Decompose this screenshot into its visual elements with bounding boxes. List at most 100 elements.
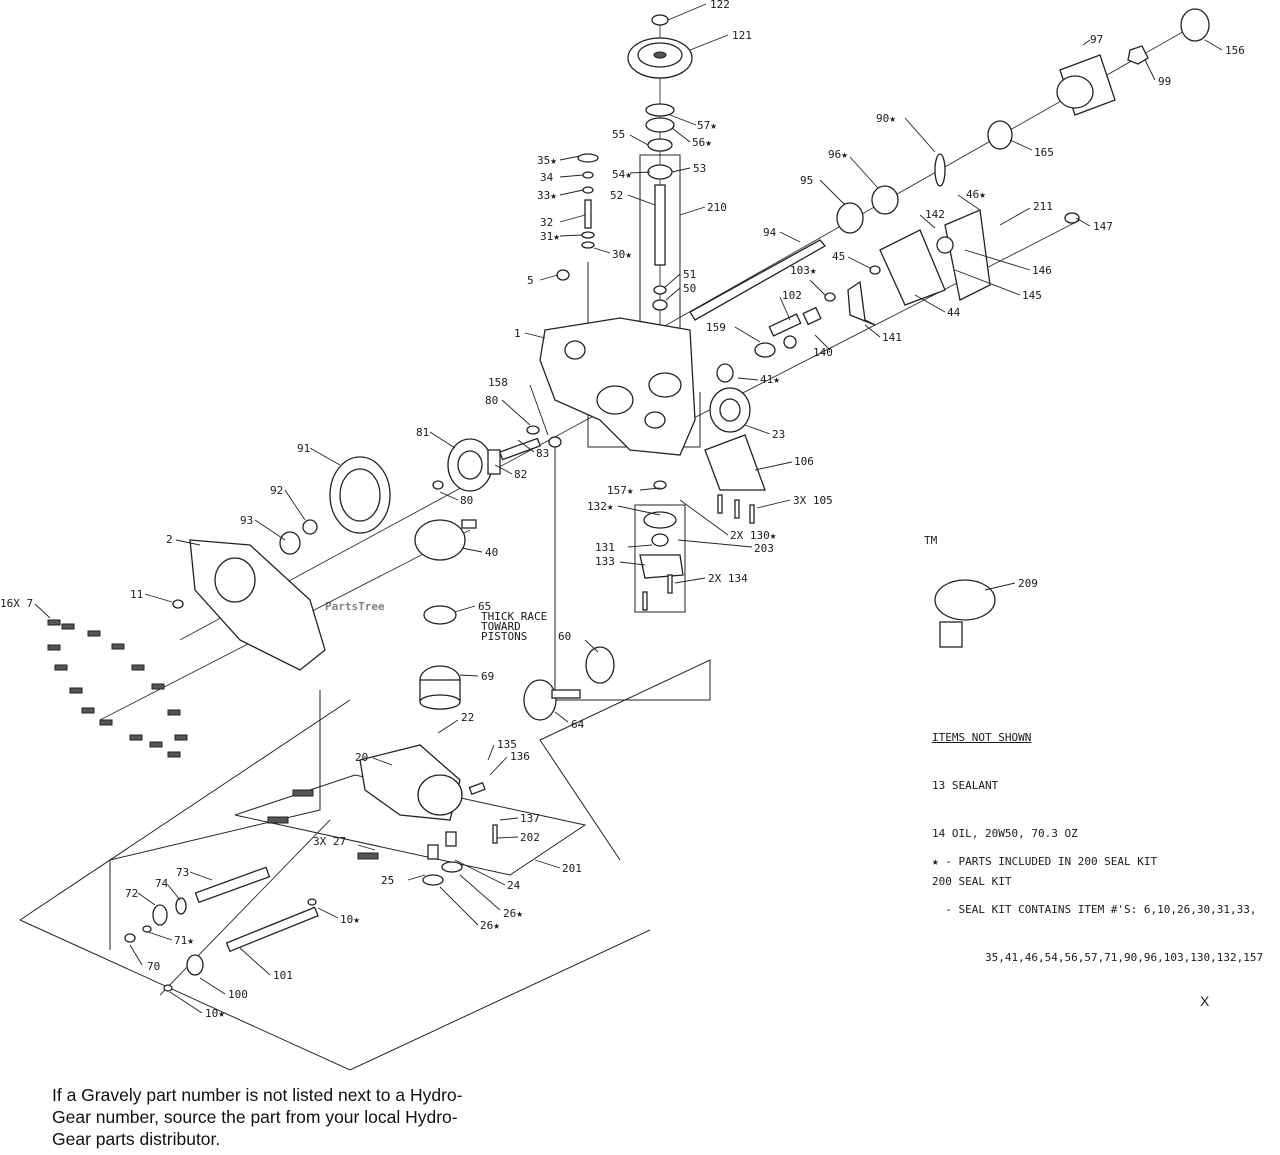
part-label: 90★ <box>876 112 896 125</box>
part-label: 209 <box>1018 577 1038 590</box>
seal-kit-note: ★ - PARTS INCLUDED IN 200 SEAL KIT - SEA… <box>932 822 1263 982</box>
items-not-shown-line: 13 SEALANT <box>932 779 999 792</box>
part-label: 156 <box>1225 44 1245 57</box>
part-label: 30★ <box>612 248 632 261</box>
part-label: 82 <box>514 468 527 481</box>
part-label: 44 <box>947 306 961 319</box>
watermark-trademark: TM <box>924 534 938 547</box>
part-label: 57★ <box>697 119 717 132</box>
part-label: 35★ <box>537 154 557 167</box>
footer-note: If a Gravely part number is not listed n… <box>52 1085 463 1149</box>
part-label: 121 <box>732 29 752 42</box>
center-section <box>639 480 996 648</box>
cover-bolts <box>47 619 188 758</box>
part-label: 146 <box>1032 264 1052 277</box>
part-label: 50 <box>683 282 696 295</box>
part-label: 31★ <box>540 230 560 243</box>
part-label: 52 <box>610 189 623 202</box>
part-label: 1 <box>514 327 521 340</box>
part-label: 93 <box>240 514 253 527</box>
group-outlines <box>19 154 711 1071</box>
seal-kit-line: - SEAL KIT CONTAINS ITEM #'S: 6,10,26,30… <box>932 903 1257 916</box>
watermark: PartsTree <box>325 600 385 613</box>
part-label: 100 <box>228 988 248 1001</box>
part-label: 54★ <box>612 168 632 181</box>
part-label: 99 <box>1158 75 1171 88</box>
part-label: 11 <box>130 588 143 601</box>
part-label: 26★ <box>480 919 500 932</box>
part-label: 73 <box>176 866 189 879</box>
part-label: 141 <box>882 331 902 344</box>
part-label: 23 <box>772 428 785 441</box>
thick-race-note-line: THICK RACE <box>481 610 547 623</box>
part-label: 147 <box>1093 220 1113 233</box>
part-label: 16X 7 <box>0 597 33 610</box>
part-label: 103★ <box>790 264 817 277</box>
part-label: 51 <box>683 268 696 281</box>
part-label: 10★ <box>340 913 360 926</box>
part-label: 210 <box>707 201 727 214</box>
part-label: 33★ <box>537 189 557 202</box>
main-housing <box>539 317 696 456</box>
part-label: 83 <box>536 447 549 460</box>
items-not-shown-note: ITEMS NOT SHOWN 13 SEALANT 14 OIL, 20W50… <box>932 698 1078 906</box>
items-not-shown-line: 200 SEAL KIT <box>932 875 1012 888</box>
pump-components <box>267 519 615 886</box>
part-label: 34 <box>540 171 554 184</box>
part-label: 70 <box>147 960 160 973</box>
leader-lines <box>34 3 1223 1014</box>
part-labels: 122 121 57★ 56★ 55 54★ 53 52 210 51 50 3… <box>0 0 1245 1020</box>
part-label: 211 <box>1033 200 1053 213</box>
seal-kit-line: 35,41,46,54,56,57,71,90,96,103,130,132,1… <box>932 951 1264 964</box>
part-label: 165 <box>1034 146 1054 159</box>
part-label: 72 <box>125 887 138 900</box>
part-label: 94 <box>763 226 777 239</box>
part-label: 142 <box>925 208 945 221</box>
thick-race-note-line: PISTONS <box>481 630 527 643</box>
part-label: 131 <box>595 541 615 554</box>
part-label: 81 <box>416 426 429 439</box>
part-label: 65 <box>478 600 491 613</box>
part-label: 40 <box>485 546 498 559</box>
part-label: 122 <box>710 0 730 11</box>
part-label: 91 <box>297 442 310 455</box>
part-label: 64 <box>571 718 585 731</box>
part-label: 22 <box>461 711 474 724</box>
pulley-stack <box>627 14 693 311</box>
side-cover <box>172 539 326 671</box>
part-label: 26★ <box>503 907 523 920</box>
part-label: 2X 134 <box>708 572 748 585</box>
part-label: 95 <box>800 174 813 187</box>
part-label: 92 <box>270 484 283 497</box>
thick-race-note-line: TOWARD <box>481 620 521 633</box>
part-label: 25 <box>381 874 394 887</box>
part-label: 41★ <box>760 373 780 386</box>
part-label: 69 <box>481 670 494 683</box>
part-label: 97 <box>1090 33 1103 46</box>
lower-shafts <box>124 866 319 992</box>
part-label: 80 <box>460 494 473 507</box>
part-label: 80 <box>485 394 498 407</box>
part-label: 10★ <box>205 1007 225 1020</box>
part-label: 96★ <box>828 148 848 161</box>
part-label: 102 <box>782 289 802 302</box>
part-label: 133 <box>595 555 615 568</box>
part-label: 24 <box>507 879 521 892</box>
part-label: 60 <box>558 630 571 643</box>
part-label: 3X 27 <box>313 835 346 848</box>
corner-mark: X <box>1200 993 1210 1009</box>
part-label: 159 <box>706 321 726 334</box>
part-label: 137 <box>520 812 540 825</box>
right-axle-assembly <box>689 8 1210 491</box>
part-label: 203 <box>754 542 774 555</box>
part-label: 3X 105 <box>793 494 833 507</box>
part-label: 46★ <box>966 188 986 201</box>
part-label: 53 <box>693 162 706 175</box>
part-label: 32 <box>540 216 553 229</box>
part-label: 2X 130★ <box>730 529 777 542</box>
part-label: 158 <box>488 376 508 389</box>
seal-kit-line: ★ - PARTS INCLUDED IN 200 SEAL KIT <box>932 855 1158 868</box>
part-label: 106 <box>794 455 814 468</box>
part-label: 136 <box>510 750 530 763</box>
